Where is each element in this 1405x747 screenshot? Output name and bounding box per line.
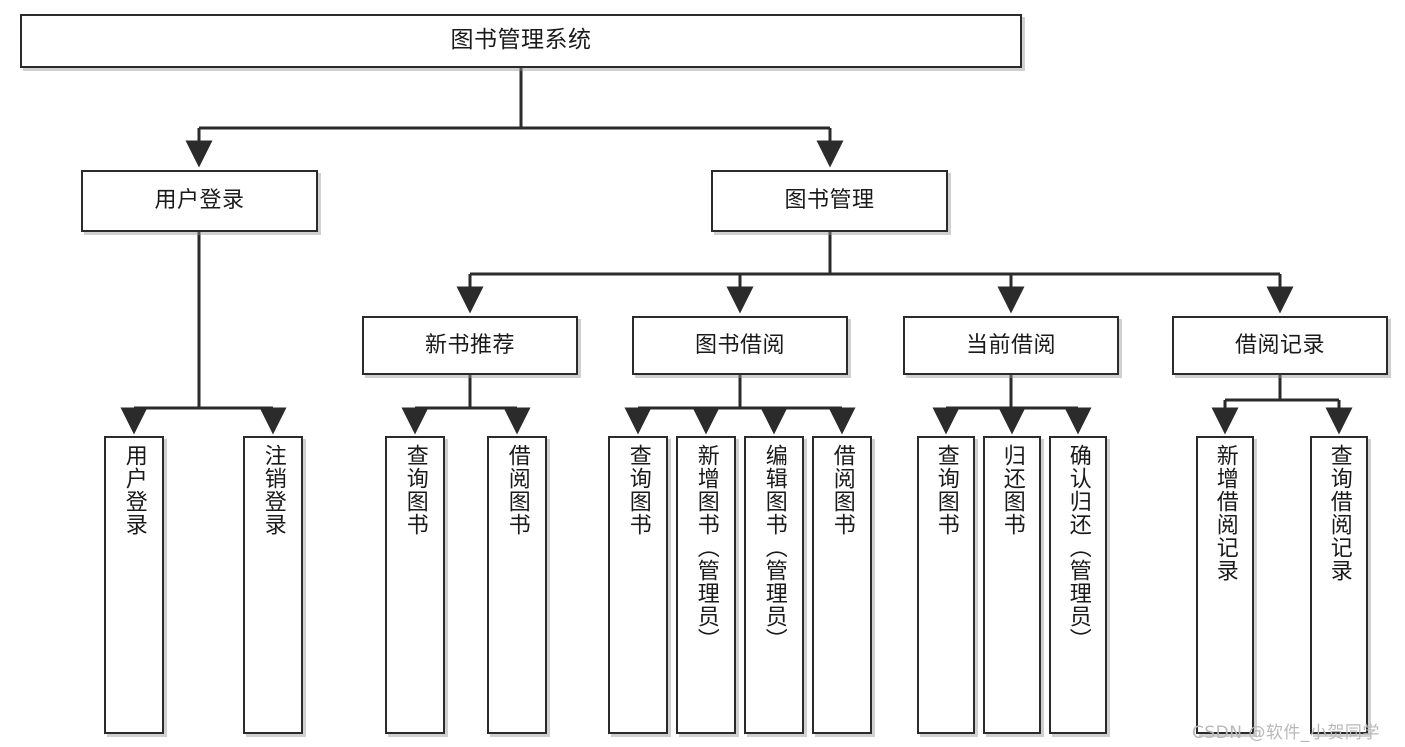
leaf-logout-label: 注销登录 [260, 444, 286, 536]
leaf-add-record[interactable]: 新增借阅记录 [1196, 436, 1254, 734]
leaf-query-record[interactable]: 查询借阅记录 [1310, 436, 1368, 734]
leaf-add-record-label: 新增借阅记录 [1212, 444, 1238, 582]
node-book-manage-label: 图书管理 [784, 188, 875, 214]
node-new-book-recommend[interactable]: 新书推荐 [362, 316, 578, 375]
leaf-return-book-label: 归还图书 [999, 444, 1025, 536]
leaf-query-book-2-label: 查询图书 [625, 444, 651, 536]
leaf-edit-book[interactable]: 编辑图书（管理员） [744, 436, 804, 734]
node-book-manage[interactable]: 图书管理 [711, 170, 948, 232]
leaf-confirm-return[interactable]: 确认归还（管理员） [1049, 436, 1107, 734]
leaf-confirm-return-label: 确认归还（管理员） [1065, 444, 1091, 651]
leaf-query-book-1[interactable]: 查询图书 [385, 436, 445, 734]
node-user-login[interactable]: 用户登录 [81, 170, 318, 232]
leaf-query-record-label: 查询借阅记录 [1326, 444, 1352, 582]
csdn-watermark: CSDN @软件_小贺同学 [1192, 723, 1380, 743]
leaf-user-login-label: 用户登录 [121, 444, 147, 536]
node-book-borrow-label: 图书借阅 [694, 332, 785, 358]
leaf-query-book-3-label: 查询图书 [933, 444, 959, 536]
leaf-edit-book-label: 编辑图书（管理员） [761, 444, 787, 651]
node-new-book-recommend-label: 新书推荐 [424, 332, 515, 358]
leaf-logout[interactable]: 注销登录 [243, 436, 303, 734]
node-borrow-record-label: 借阅记录 [1234, 332, 1325, 358]
leaf-add-book[interactable]: 新增图书（管理员） [676, 436, 736, 734]
leaf-return-book[interactable]: 归还图书 [983, 436, 1041, 734]
node-book-borrow[interactable]: 图书借阅 [632, 316, 848, 375]
node-user-login-label: 用户登录 [154, 188, 245, 214]
leaf-add-book-label: 新增图书（管理员） [693, 444, 719, 651]
leaf-borrow-book-2[interactable]: 借阅图书 [812, 436, 872, 734]
node-current-borrow[interactable]: 当前借阅 [903, 316, 1119, 375]
leaf-user-login[interactable]: 用户登录 [104, 436, 164, 734]
leaf-borrow-book-2-label: 借阅图书 [829, 444, 855, 536]
node-root[interactable]: 图书管理系统 [20, 14, 1022, 68]
leaf-borrow-book-1-label: 借阅图书 [504, 444, 530, 536]
node-current-borrow-label: 当前借阅 [965, 332, 1056, 358]
leaf-borrow-book-1[interactable]: 借阅图书 [487, 436, 547, 734]
node-root-label: 图书管理系统 [450, 27, 592, 54]
node-borrow-record[interactable]: 借阅记录 [1172, 316, 1388, 375]
leaf-query-book-1-label: 查询图书 [402, 444, 428, 536]
leaf-query-book-3[interactable]: 查询图书 [917, 436, 975, 734]
leaf-query-book-2[interactable]: 查询图书 [608, 436, 668, 734]
